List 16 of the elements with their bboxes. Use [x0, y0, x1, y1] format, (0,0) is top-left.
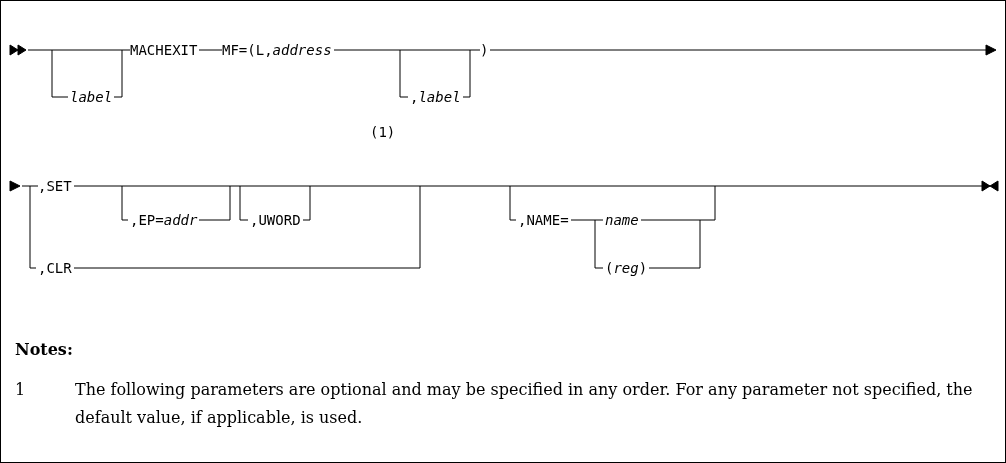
syntax-keyword: ) — [480, 41, 489, 59]
note-text: The following parameters are optional and may be specified in any order. For any parameter not specified, the default value, if applicable, is used. — [75, 379, 974, 429]
syntax-variable: label — [70, 88, 113, 106]
syntax-keyword: ,NAME= — [518, 211, 569, 229]
note-number: 1 — [15, 379, 26, 401]
notes-heading: Notes: — [15, 339, 73, 361]
syntax-variable: name — [605, 211, 639, 229]
syntax-keyword: MACHEXIT — [130, 41, 198, 59]
syntax-keyword: ,UWORD — [250, 211, 301, 229]
syntax-keyword: ,label — [410, 88, 461, 106]
syntax-keyword: (reg) — [605, 259, 648, 277]
syntax-keyword: ,SET — [38, 177, 72, 195]
syntax-keyword: ,CLR — [38, 259, 72, 277]
syntax-keyword: MF=(L,address — [222, 41, 332, 59]
footnote-reference: (1) — [370, 123, 396, 141]
syntax-keyword: ,EP=addr — [130, 211, 198, 229]
